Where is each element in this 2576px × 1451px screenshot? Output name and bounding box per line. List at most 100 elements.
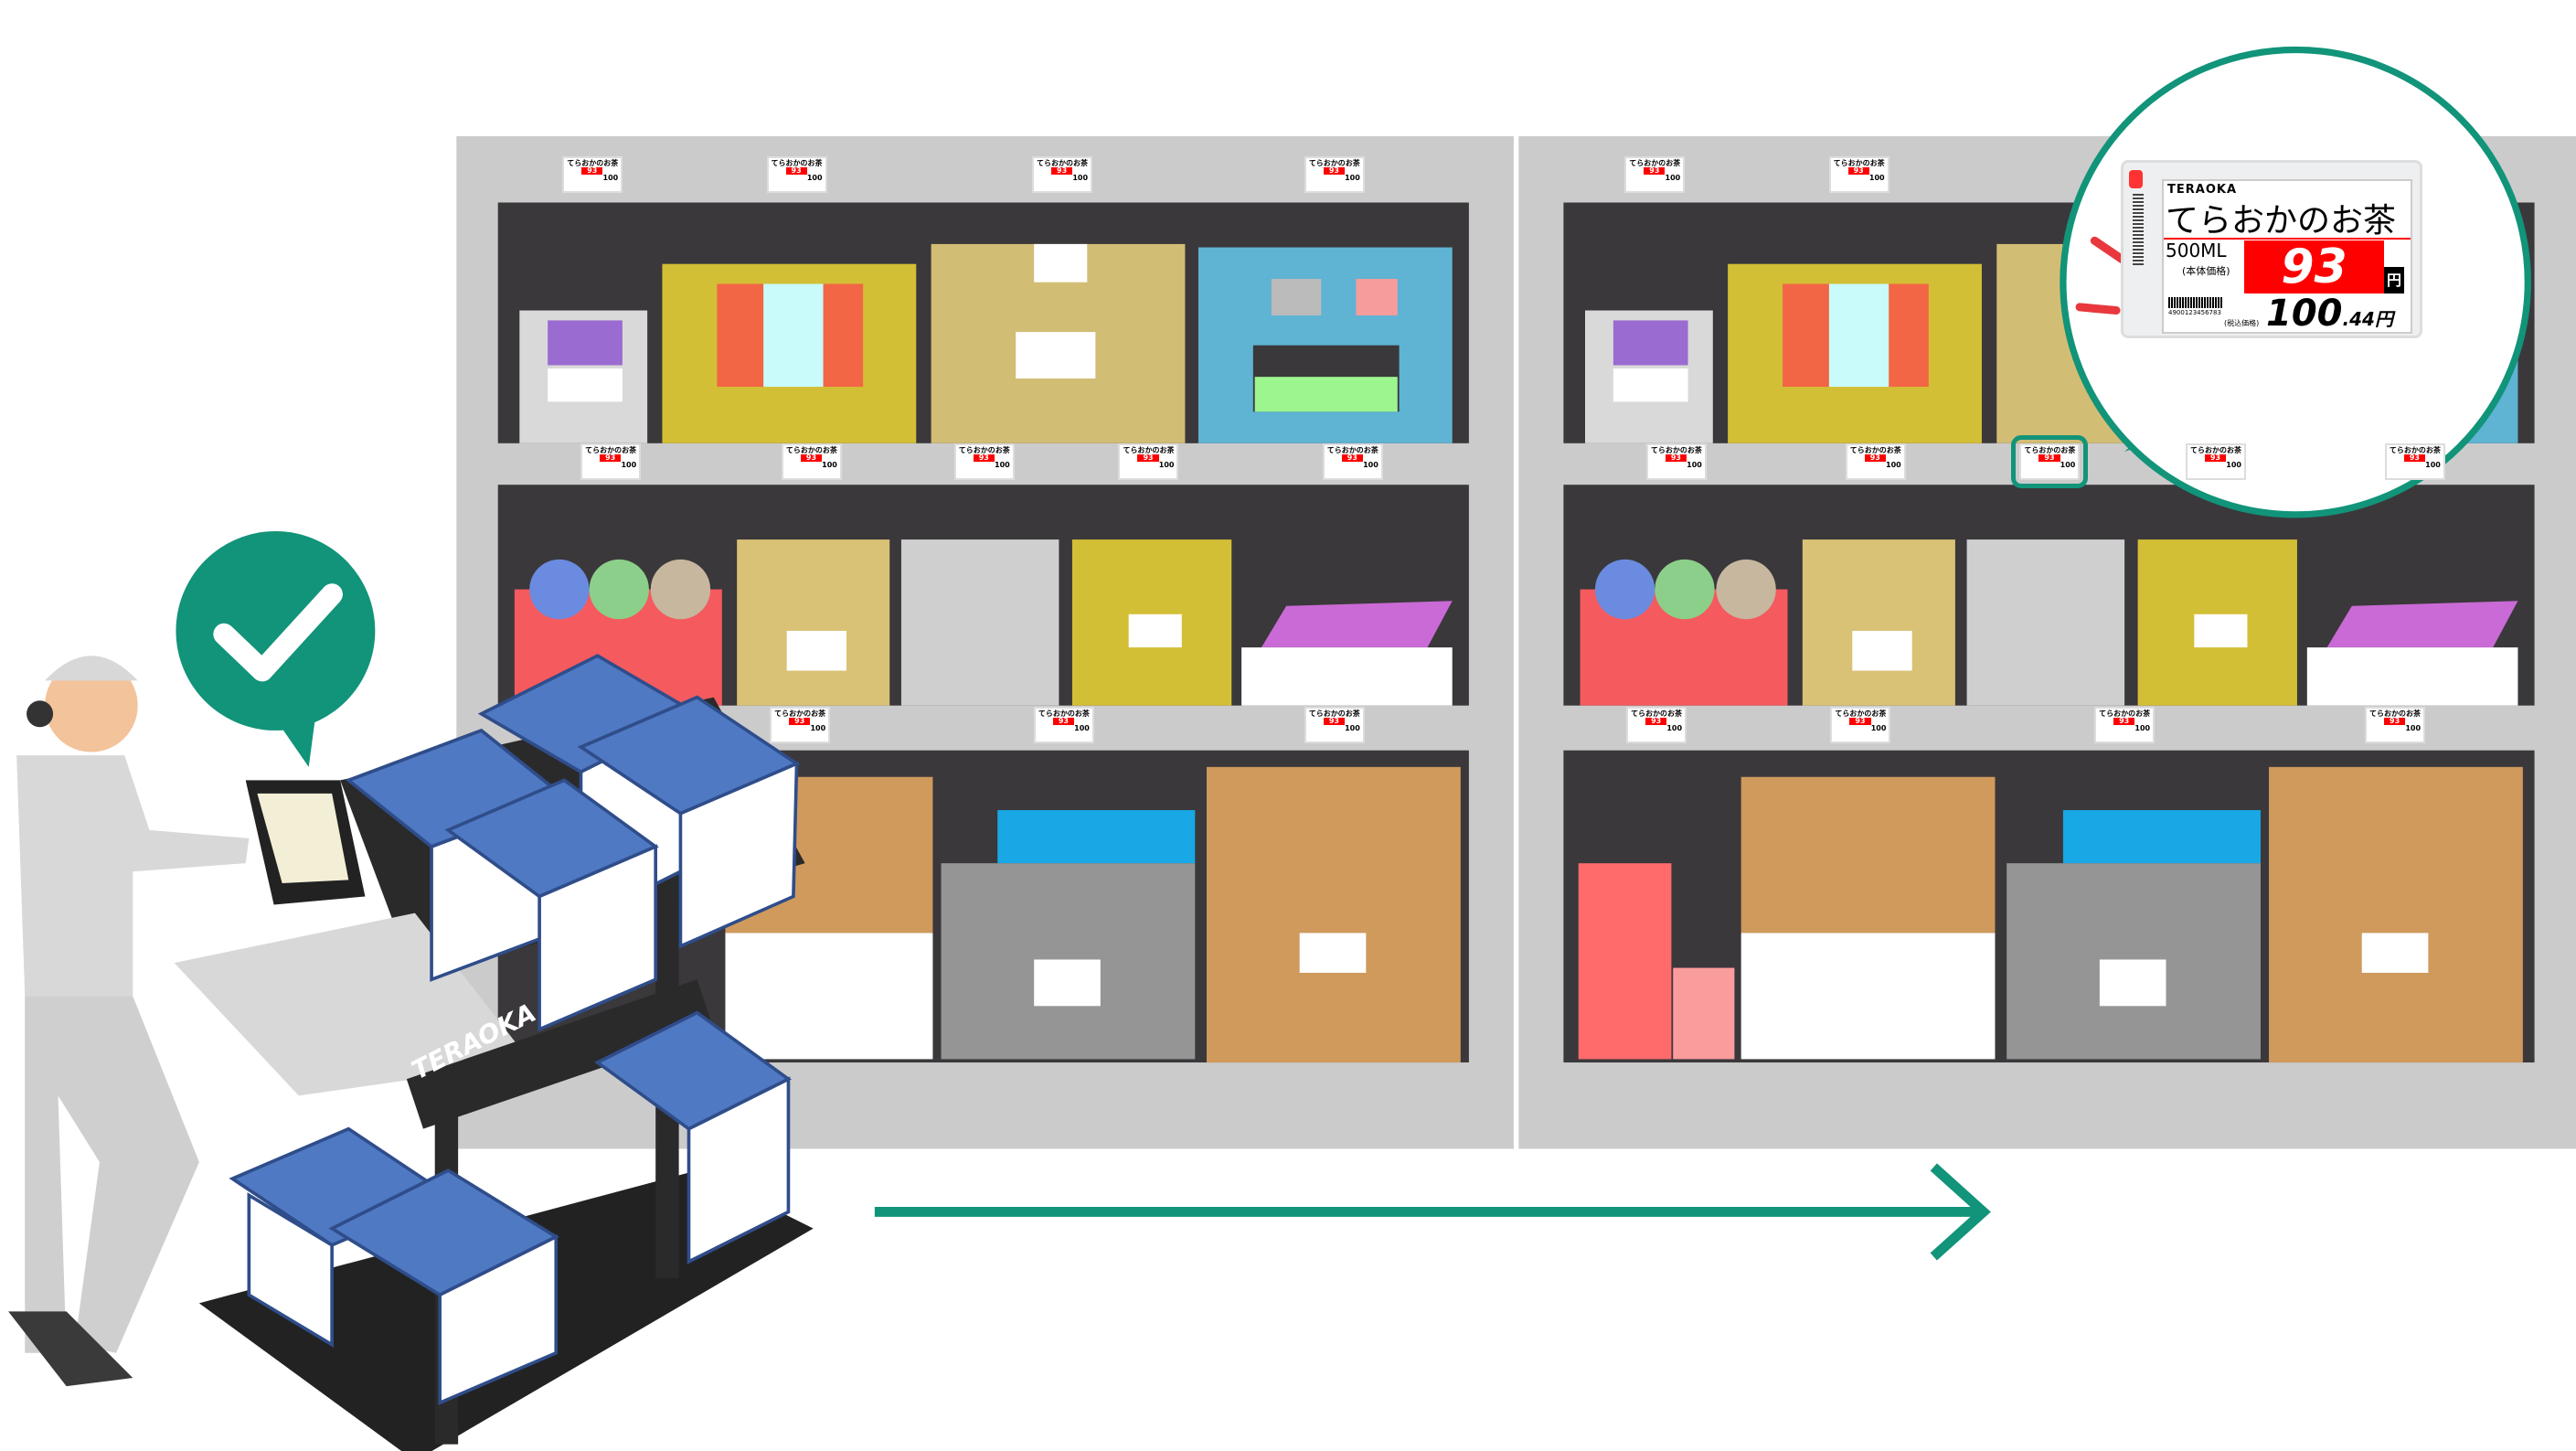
shelf-label-name: てらおかのお茶 bbox=[785, 445, 837, 454]
shelf-label-total: 100 bbox=[810, 724, 826, 733]
esl-total: 100.44円 bbox=[2266, 293, 2393, 335]
shelf-label-total: 100 bbox=[1666, 724, 1683, 733]
esl-product-name: てらおかのお茶 bbox=[2166, 202, 2397, 240]
shelf-label-total: 100 bbox=[1868, 173, 1885, 182]
shelf-label-total: 100 bbox=[1363, 460, 1378, 469]
shelf-label-price: 93 bbox=[581, 166, 603, 175]
esl-total-dec: .44 bbox=[2342, 308, 2375, 330]
shelf-label-price: 93 bbox=[1864, 453, 1886, 462]
shelf-label-price: 93 bbox=[2204, 453, 2227, 462]
shelf-label-total: 100 bbox=[2405, 724, 2422, 733]
shelf-label-total: 100 bbox=[1158, 460, 1175, 469]
shelf-label-price: 93 bbox=[1644, 166, 1666, 175]
shelf-label-name: てらおかのお茶 bbox=[567, 158, 619, 167]
check-bubble bbox=[176, 531, 376, 767]
shelf-label-name: てらおかのお茶 bbox=[1326, 445, 1378, 454]
shelf-label-price: 93 bbox=[1052, 718, 1074, 726]
shelf-label-total: 100 bbox=[1870, 724, 1887, 733]
shelf-label-total: 100 bbox=[1687, 460, 1702, 469]
shelf-label-name: てらおかのお茶 bbox=[1038, 709, 1090, 719]
shelf-label-total: 100 bbox=[2425, 460, 2441, 469]
esl-total-int: 100 bbox=[2266, 293, 2343, 335]
shelf-label-name: てらおかのお茶 bbox=[2369, 709, 2422, 719]
shelf-label-price: 93 bbox=[785, 166, 807, 175]
shelf-label-total: 100 bbox=[621, 460, 637, 469]
shelf-label-total: 100 bbox=[806, 173, 823, 182]
shelf-label-total: 100 bbox=[1665, 173, 1681, 182]
shelf-label-name: てらおかのお茶 bbox=[771, 158, 823, 167]
shelf-label-price: 93 bbox=[600, 453, 622, 462]
shelf-label-name: てらおかのお茶 bbox=[1833, 158, 1885, 167]
shelf-label-total: 100 bbox=[1345, 724, 1360, 733]
picking-cart bbox=[174, 654, 814, 1451]
shelf-label-name: てらおかのお茶 bbox=[1631, 709, 1683, 719]
shelf-label-price: 93 bbox=[1341, 453, 1363, 462]
shelf-label-total: 100 bbox=[2134, 724, 2151, 733]
shelf-label-price: 93 bbox=[2113, 718, 2135, 726]
esl-tax-incl-label: (税込価格) bbox=[2224, 319, 2260, 327]
shelf-label-name: てらおかのお茶 bbox=[2099, 709, 2151, 719]
esl-screen: TERAOKA てらおかのお茶 500ML (本体価格) 93 円 490012… bbox=[2162, 179, 2412, 335]
shelf-label-price: 93 bbox=[1665, 453, 1687, 462]
esl-brand: TERAOKA bbox=[2167, 183, 2238, 197]
shelf-label-name: てらおかのお茶 bbox=[1037, 158, 1089, 167]
shelf-label-name: てらおかのお茶 bbox=[1835, 709, 1887, 719]
shelf-label-total: 100 bbox=[1886, 460, 1901, 469]
shelf-label-price: 93 bbox=[1323, 718, 1345, 726]
shelf-label-name: てらおかのお茶 bbox=[2024, 445, 2076, 454]
jan-barcode-icon bbox=[2168, 297, 2223, 308]
direction-arrow bbox=[874, 1163, 1991, 1261]
check-icon bbox=[213, 583, 343, 682]
shelf-label-name: てらおかのお茶 bbox=[585, 445, 637, 454]
shelf-label-price: 93 bbox=[2384, 718, 2406, 726]
shelf-label-total: 100 bbox=[2060, 460, 2076, 469]
shelf-label-price: 93 bbox=[800, 453, 823, 462]
shelf-label-name: てらおかのお茶 bbox=[1849, 445, 1901, 454]
shelf-label-total: 100 bbox=[1072, 173, 1089, 182]
shelf-label-price: 93 bbox=[1847, 166, 1869, 175]
shelf-label-name: てらおかのお茶 bbox=[1123, 445, 1175, 454]
shelf-label-name: てらおかのお茶 bbox=[2389, 445, 2441, 454]
shelf-label-total: 100 bbox=[2226, 460, 2241, 469]
shelf-label-name: てらおかのお茶 bbox=[1629, 158, 1681, 167]
shelf-label-name: てらおかのお茶 bbox=[1650, 445, 1702, 454]
shelf-label-price: 93 bbox=[2038, 453, 2060, 462]
esl-volume: 500ML bbox=[2166, 240, 2227, 261]
shelf-label-price: 93 bbox=[1137, 453, 1159, 462]
shelf-label-price: 93 bbox=[1323, 166, 1345, 175]
shelf-label-price: 93 bbox=[2403, 453, 2425, 462]
shelf-label-name: てらおかのお茶 bbox=[1308, 709, 1360, 719]
esl-price: 93 bbox=[2244, 240, 2384, 293]
esl-price-tag: TERAOKA てらおかのお茶 500ML (本体価格) 93 円 490012… bbox=[2121, 160, 2422, 338]
led-indicator-icon bbox=[2129, 170, 2143, 188]
shelf-label-price: 93 bbox=[1849, 718, 1871, 726]
shelf-label-total: 100 bbox=[1345, 173, 1360, 182]
barcode-icon bbox=[2133, 194, 2144, 265]
shelf-label-price: 93 bbox=[789, 718, 811, 726]
shelf-label-name: てらおかのお茶 bbox=[774, 709, 826, 719]
esl-jan-code: 4900123456783 bbox=[2168, 309, 2221, 316]
